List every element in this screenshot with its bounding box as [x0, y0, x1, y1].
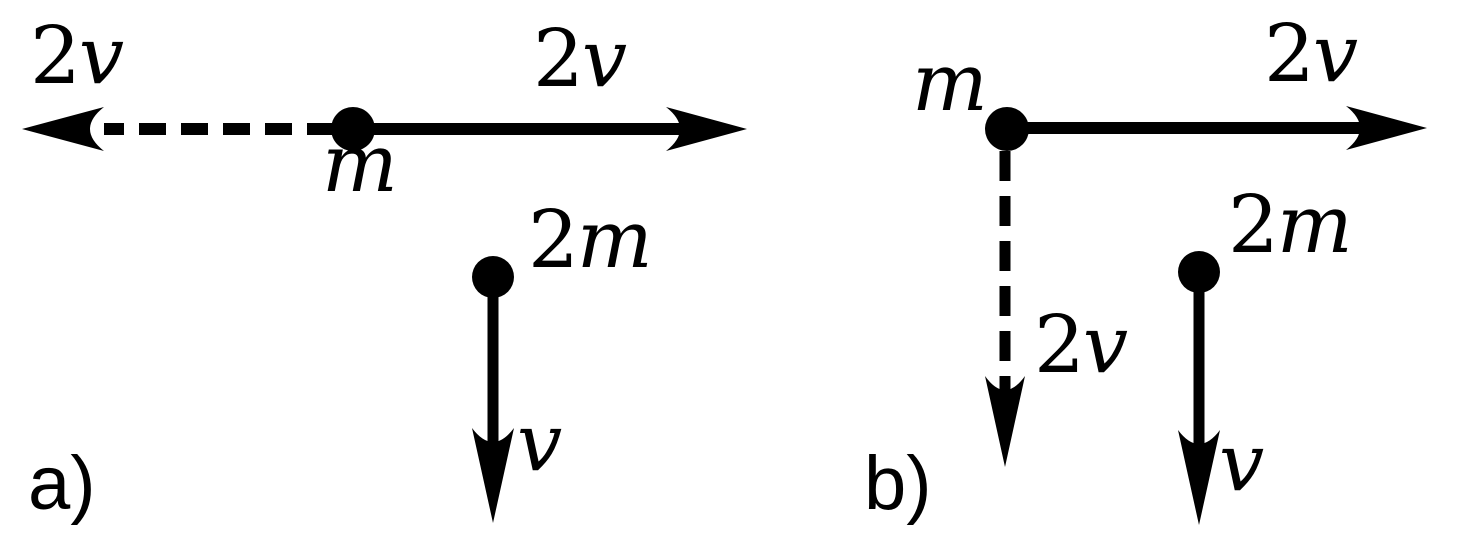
label-symbol: v [1219, 416, 1264, 509]
label-a-mass-2m: 2m [528, 200, 653, 280]
label-a-vector-down-v: v [517, 403, 562, 483]
arrow-b-right-head-icon [1346, 106, 1427, 150]
label-a-mass-m: m [322, 124, 398, 204]
label-b-mass-2m: 2m [1228, 185, 1353, 265]
panel-b-tag: b) [864, 441, 932, 526]
label-coef: 2 [533, 12, 584, 105]
label-b-vector-down-v: v [1219, 423, 1264, 503]
panel-a-tag: a) [28, 441, 96, 526]
label-coef: 2 [1228, 178, 1279, 271]
label-symbol: m [576, 193, 653, 286]
mass-dot-b-m [985, 107, 1029, 151]
arrow-a-down-head-icon [472, 428, 514, 523]
arrow-a-right-head-icon [666, 107, 747, 151]
arrow-b-down-dashed-head-icon [985, 376, 1025, 467]
label-symbol: v [581, 12, 627, 105]
label-symbol: m [322, 117, 398, 210]
label-symbol: v [517, 396, 562, 489]
label-coef: 2 [1034, 298, 1085, 391]
arrow-b-down-head-icon [1178, 430, 1220, 525]
label-coef: 2 [30, 9, 81, 102]
panel-a-graphics [22, 107, 747, 523]
label-coef: 2 [1264, 7, 1315, 100]
label-a-vector-left-2v: 2v [30, 16, 124, 96]
label-coef: 2 [528, 193, 579, 286]
label-b-vector-right-2v: 2v [1264, 14, 1358, 94]
panel-b-graphics [985, 106, 1427, 525]
label-symbol: m [912, 36, 988, 129]
label-symbol: v [1312, 7, 1358, 100]
arrow-a-left-head-icon [22, 107, 104, 151]
label-b-vector-down-2v: 2v [1034, 305, 1128, 385]
label-symbol: m [1276, 178, 1353, 271]
label-b-mass-m: m [912, 43, 988, 123]
mass-dot-b-2m [1178, 251, 1220, 293]
label-a-vector-right-2v: 2v [533, 19, 627, 99]
label-symbol: v [78, 9, 124, 102]
mass-dot-a-m [331, 107, 375, 151]
label-symbol: v [1082, 298, 1128, 391]
mass-dot-a-2m [472, 256, 514, 298]
